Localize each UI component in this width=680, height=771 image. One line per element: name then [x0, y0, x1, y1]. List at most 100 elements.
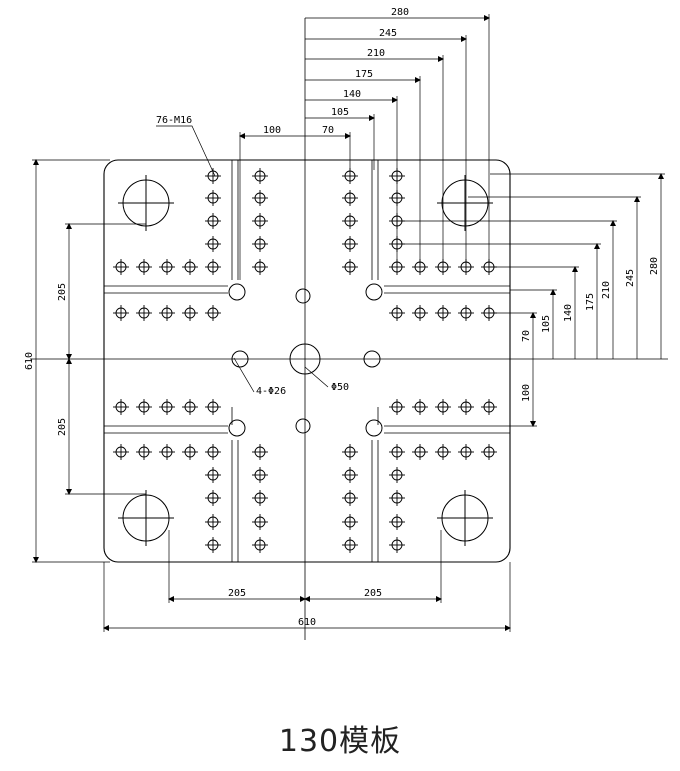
tapped-hole [182, 444, 198, 460]
tapped-hole [389, 305, 405, 321]
tapped-hole [435, 444, 451, 460]
callout-center-hole: Φ50 [331, 382, 349, 393]
tapped-hole [136, 305, 152, 321]
tapped-hole [113, 444, 129, 460]
tapped-hole [182, 399, 198, 415]
tapped-hole [136, 259, 152, 275]
tapped-hole [113, 305, 129, 321]
tapped-hole [252, 444, 268, 460]
dim-top-175: 175 [355, 69, 373, 80]
tapped-hole [342, 236, 358, 252]
slot-lines [104, 160, 510, 562]
dim-left-205-upper: 205 [57, 283, 68, 301]
tapped-hole [205, 190, 221, 206]
tapped-hole [205, 467, 221, 483]
tapped-hole [159, 259, 175, 275]
callout-tapped-holes: 76-M16 [156, 115, 192, 126]
dim-right-175: 175 [585, 293, 596, 311]
tapped-hole [389, 467, 405, 483]
tapped-hole [481, 399, 497, 415]
medium-holes [229, 284, 382, 436]
tapped-hole [205, 305, 221, 321]
dim-left-205-lower: 205 [57, 418, 68, 436]
tapped-hole [342, 537, 358, 553]
tapped-hole [205, 168, 221, 184]
dimension-labels-left: 610 205 205 [24, 283, 68, 436]
tapped-hole [205, 213, 221, 229]
dim-top-100: 100 [263, 125, 281, 136]
tapped-hole [389, 490, 405, 506]
dim-right-140: 140 [563, 304, 574, 322]
tapped-hole [182, 259, 198, 275]
tapped-hole [252, 259, 268, 275]
dim-bottom-610: 610 [298, 617, 316, 628]
callout-tie-bar-holes: 4-Φ26 [256, 386, 286, 397]
tapped-hole [389, 444, 405, 460]
tapped-hole [342, 467, 358, 483]
tapped-hole [136, 399, 152, 415]
dim-right-210: 210 [601, 281, 612, 299]
tapped-hole [252, 213, 268, 229]
tapped-hole [458, 444, 474, 460]
callout-labels: 76-M16 4-Φ26 Φ50 [156, 115, 349, 397]
tapped-hole [412, 444, 428, 460]
dim-right-70: 70 [521, 330, 532, 342]
tapped-hole [412, 305, 428, 321]
dim-bottom-205-left: 205 [228, 588, 246, 599]
tapped-hole [342, 490, 358, 506]
tapped-hole [205, 236, 221, 252]
tapped-hole [252, 467, 268, 483]
dim-top-280: 280 [391, 7, 409, 18]
tapped-hole [389, 537, 405, 553]
tapped-hole [252, 514, 268, 530]
tapped-hole [342, 190, 358, 206]
tapped-hole [342, 213, 358, 229]
tapped-hole [205, 259, 221, 275]
drawing-title: 130模板 [278, 724, 402, 759]
tapped-hole [205, 490, 221, 506]
dim-right-105: 105 [541, 315, 552, 333]
tapped-hole [252, 537, 268, 553]
tapped-hole [252, 190, 268, 206]
tapped-hole [205, 399, 221, 415]
dimension-labels-top: 280 245 210 175 140 105 70 100 [263, 7, 409, 136]
tapped-hole [412, 399, 428, 415]
dimension-lines [32, 14, 665, 632]
tapped-hole [205, 444, 221, 460]
platen-outline [104, 160, 510, 562]
dim-right-245: 245 [625, 269, 636, 287]
tapped-hole [435, 399, 451, 415]
tapped-hole [435, 305, 451, 321]
tapped-hole [159, 399, 175, 415]
dim-top-70: 70 [322, 125, 334, 136]
tapped-hole [342, 168, 358, 184]
dim-top-210: 210 [367, 48, 385, 59]
tapped-hole [481, 444, 497, 460]
tapped-hole [342, 444, 358, 460]
tapped-hole [205, 537, 221, 553]
corner-bosses [118, 175, 493, 546]
tapped-hole [389, 399, 405, 415]
dim-left-610: 610 [24, 352, 35, 370]
tapped-hole [342, 259, 358, 275]
tapped-hole [252, 490, 268, 506]
dimension-labels-right: 280 245 210 175 140 105 70 100 [521, 257, 660, 402]
tapped-hole [458, 305, 474, 321]
dim-bottom-205-right: 205 [364, 588, 382, 599]
dimension-labels-bottom: 205 205 610 [228, 588, 382, 628]
tapped-hole [389, 514, 405, 530]
tapped-hole [252, 236, 268, 252]
tapped-hole [182, 305, 198, 321]
tapped-hole [113, 259, 129, 275]
tapped-hole [458, 399, 474, 415]
dim-right-280: 280 [649, 257, 660, 275]
tapped-hole [159, 305, 175, 321]
tapped-hole [252, 168, 268, 184]
tapped-hole [113, 399, 129, 415]
dim-top-245: 245 [379, 28, 397, 39]
center-lines [30, 18, 668, 640]
dim-top-140: 140 [343, 89, 361, 100]
dim-top-105: 105 [331, 107, 349, 118]
tapped-hole [159, 444, 175, 460]
